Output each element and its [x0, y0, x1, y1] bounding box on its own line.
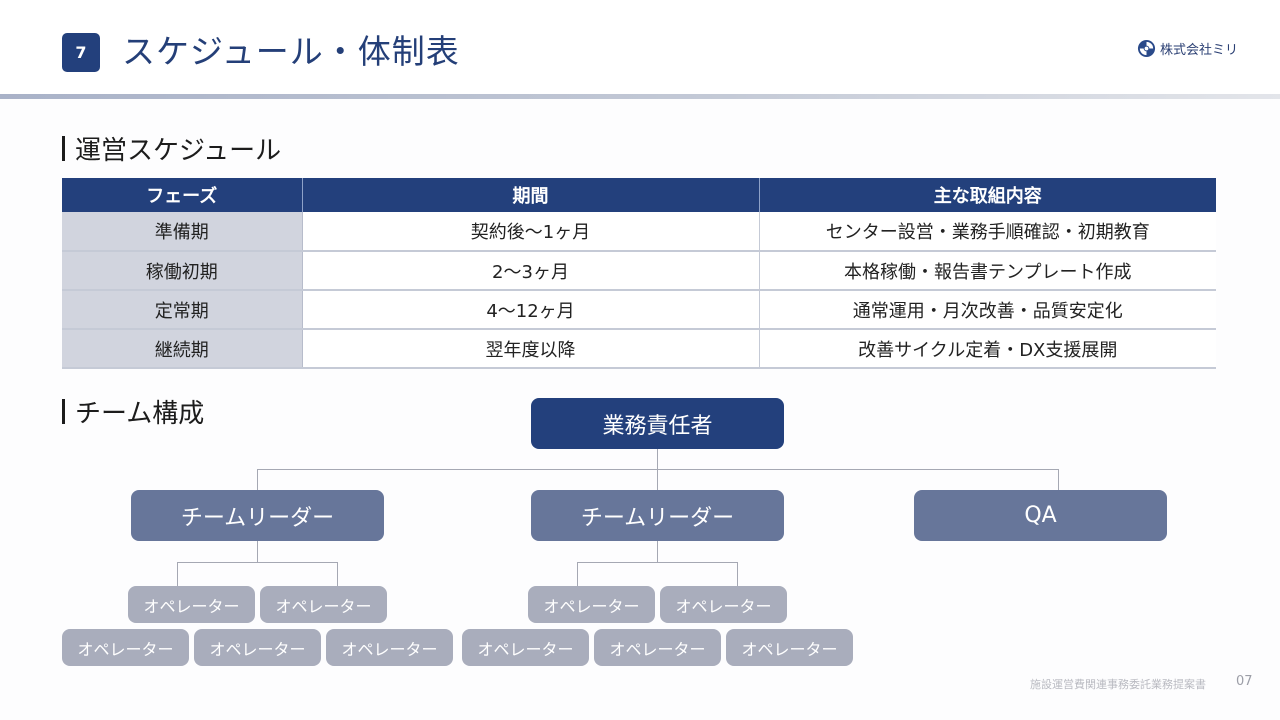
- section-marker: [62, 399, 65, 424]
- table-row: 準備期 契約後〜1ヶ月 センター設営・業務手順確認・初期教育: [62, 212, 1216, 252]
- company-logo: 株式会社ミリ: [1137, 39, 1238, 58]
- swirl-logo-icon: [1137, 39, 1156, 58]
- connector-line: [257, 541, 258, 563]
- connector-line: [577, 562, 578, 586]
- slide-header: [0, 0, 1280, 96]
- phase-cell: 準備期: [62, 212, 303, 252]
- page-number-badge: 7: [62, 33, 100, 72]
- table-row: 定常期 4〜12ヶ月 通常運用・月次改善・品質安定化: [62, 290, 1216, 330]
- period-cell: 2〜3ヶ月: [302, 251, 760, 291]
- team-section-label: チーム構成: [75, 399, 205, 429]
- connector-line: [337, 562, 338, 586]
- org-node-qa: QA: [914, 490, 1167, 541]
- connector-line: [257, 469, 1059, 470]
- tasks-cell: センター設営・業務手順確認・初期教育: [759, 212, 1216, 252]
- connector-line: [1058, 469, 1059, 490]
- org-node-operator: オペレーター: [594, 629, 721, 666]
- org-node-operator: オペレーター: [462, 629, 589, 666]
- org-node-operator: オペレーター: [62, 629, 189, 666]
- org-node-team-leader-2: チームリーダー: [531, 490, 784, 541]
- period-cell: 翌年度以降: [302, 329, 760, 369]
- phase-cell: 継続期: [62, 329, 303, 369]
- period-cell: 4〜12ヶ月: [302, 290, 760, 330]
- footer-page-number: 07: [1236, 674, 1253, 689]
- connector-line: [577, 562, 738, 563]
- org-node-operator: オペレーター: [528, 586, 655, 623]
- connector-line: [257, 469, 258, 490]
- column-header-phase: フェーズ: [62, 178, 302, 212]
- connector-line: [737, 562, 738, 586]
- period-cell: 契約後〜1ヶ月: [302, 212, 760, 252]
- org-node-team-leader-1: チームリーダー: [131, 490, 384, 541]
- company-name: 株式会社ミリ: [1160, 43, 1239, 58]
- schedule-section-title: 運営スケジュール: [62, 130, 281, 167]
- org-node-operator: オペレーター: [326, 629, 453, 666]
- tasks-cell: 改善サイクル定着・DX支援展開: [759, 329, 1216, 369]
- column-header-tasks: 主な取組内容: [758, 178, 1216, 212]
- connector-line: [657, 541, 658, 563]
- connector-line: [177, 562, 178, 586]
- schedule-section-label: 運営スケジュール: [75, 136, 282, 166]
- phase-cell: 稼働初期: [62, 251, 303, 291]
- section-marker: [62, 136, 65, 161]
- org-node-operator: オペレーター: [128, 586, 255, 623]
- table-header-row: フェーズ 期間 主な取組内容: [62, 178, 1216, 212]
- phase-cell: 定常期: [62, 290, 303, 330]
- team-section-title: チーム構成: [62, 393, 204, 430]
- footer-document-title: 施設運営費関連事務委託業務提案書: [1030, 678, 1206, 691]
- schedule-table: フェーズ 期間 主な取組内容 準備期 契約後〜1ヶ月 センター設営・業務手順確認…: [62, 178, 1216, 369]
- org-node-operator: オペレーター: [726, 629, 853, 666]
- org-node-manager: 業務責任者: [531, 398, 784, 449]
- header-divider: [0, 94, 1280, 99]
- column-header-period: 期間: [301, 178, 759, 212]
- connector-line: [657, 449, 658, 490]
- page-title: スケジュール・体制表: [122, 32, 460, 71]
- table-row: 継続期 翌年度以降 改善サイクル定着・DX支援展開: [62, 329, 1216, 369]
- org-node-operator: オペレーター: [660, 586, 787, 623]
- org-node-operator: オペレーター: [260, 586, 387, 623]
- table-row: 稼働初期 2〜3ヶ月 本格稼働・報告書テンプレート作成: [62, 251, 1216, 291]
- tasks-cell: 通常運用・月次改善・品質安定化: [759, 290, 1216, 330]
- tasks-cell: 本格稼働・報告書テンプレート作成: [759, 251, 1216, 291]
- org-node-operator: オペレーター: [194, 629, 321, 666]
- connector-line: [177, 562, 338, 563]
